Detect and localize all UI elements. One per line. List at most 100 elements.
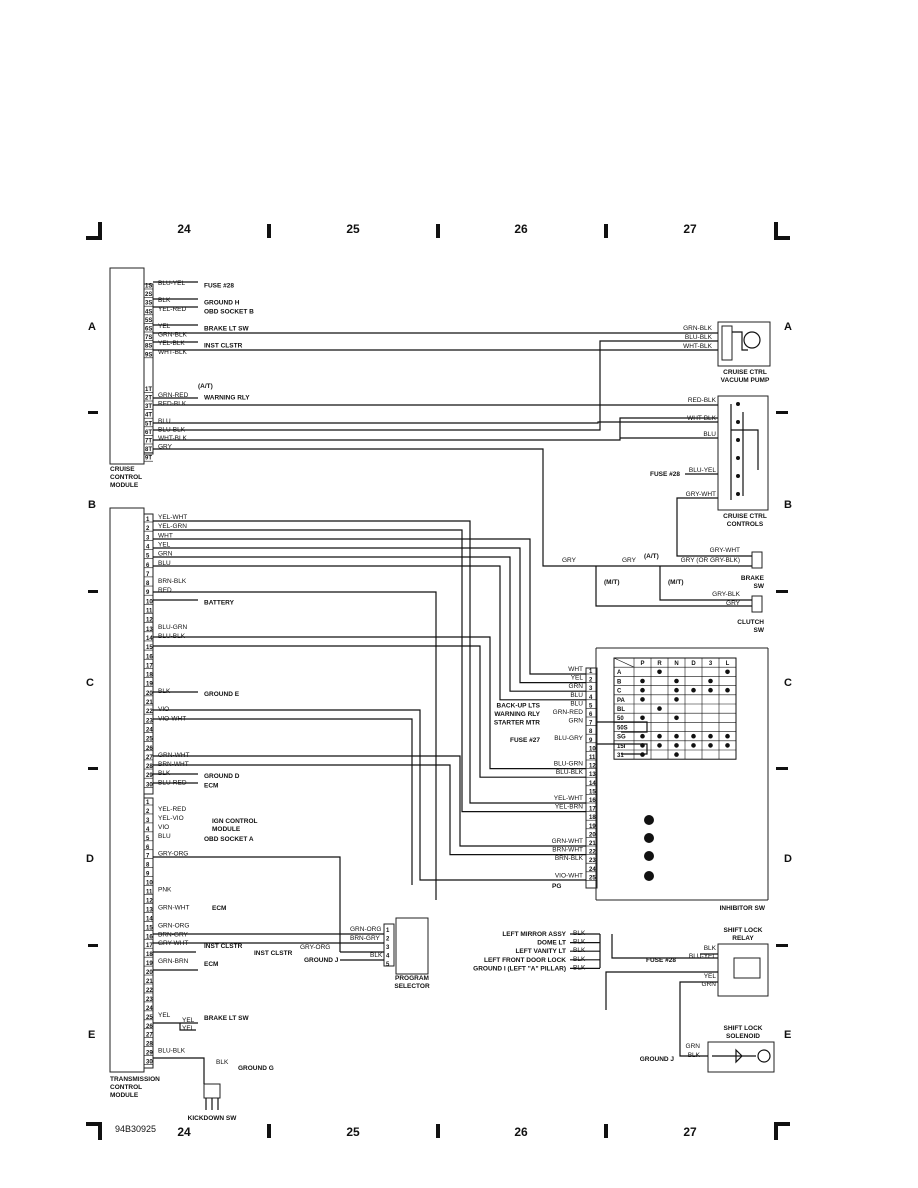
brake-switch: BRAKE SW [741,551,765,590]
wire-label: GRY-ORG [158,851,188,858]
contact-dot [674,687,679,693]
pin-number: 26 [146,1024,153,1030]
function-label: WARNING RLY [494,711,540,718]
component-label: TRANSMISSION [110,1076,160,1083]
pin-number: 5 [386,962,390,968]
pin-number: 21 [589,841,596,847]
column-label: 24 [177,1125,191,1139]
wire-label: WHT [568,666,583,673]
column-labels-top: 24 25 26 27 [177,222,697,236]
wire-label: BLU [158,560,171,567]
wire-label: BLU-BLK [556,769,584,776]
wire-label: YEL-GRN [158,523,187,530]
row-labels: A A B B C C D D E E [86,321,792,1041]
wire-label: BLU-YEL [689,953,716,960]
contact-dot [725,669,730,675]
pin-number: 24 [589,867,596,873]
wire-label: RED-BLK [688,397,717,404]
svg-text:SW: SW [754,627,765,634]
wire-label: GRY-ORG [300,944,330,951]
row-code: SG [617,735,626,741]
wire-label: GROUND J [304,957,339,964]
pin-number: 2 [589,678,593,684]
wire-label: GRY-WHT [158,940,188,947]
wire-label: YEL-WHT [158,514,187,521]
wire [153,340,718,431]
wire [153,1057,205,1084]
position-label: R [657,661,662,667]
wire [153,755,586,847]
function-label: FUSE #27 [510,737,540,744]
pin-number: 6 [146,845,150,851]
destination-label: OBD SOCKET B [204,308,254,315]
frame-markers [86,222,790,1140]
column-label: 25 [346,1125,360,1139]
pin-number: 8 [146,581,150,587]
pin-number: 9 [589,738,593,744]
wire-labels: GRN-BLKBLU-BLKWHT-BLKRED-BLKWHT-BLKBLUBL… [182,325,741,1072]
pin-number: 27 [146,755,153,761]
pin-number: 26 [146,746,153,752]
pin-number: 10 [146,599,153,605]
pin-number: 29 [146,773,153,779]
position-label: L [726,661,730,667]
contact-dot [640,715,645,721]
pin-number: 2 [146,526,150,532]
component-label: MODULE [110,1092,139,1099]
wire-label: GRN [686,1043,701,1050]
row-label: E [784,1029,791,1041]
wire-label: GROUND G [238,1065,274,1072]
position-label: 3 [709,661,713,667]
contact-dot [640,687,645,693]
wire-label: YEL-RED [158,306,186,313]
pin-number: 25 [146,737,153,743]
wire-label: GRY-WHT [710,547,740,554]
function-label: BACK-UP LTS [497,702,541,709]
contact-dot [657,743,662,748]
svg-text:SHIFT LOCK: SHIFT LOCK [724,927,763,934]
pin-number: 28 [146,764,153,770]
pin-number: 14 [146,916,153,922]
component-label: MODULE [110,482,139,489]
wire [611,934,718,959]
destination-label: BRAKE LT SW [204,1015,250,1022]
pin-number: 22 [146,709,153,715]
component-label: IGN CONTROL [212,818,258,825]
wire-label: WHT-BLK [158,349,188,356]
row-code: BL [617,707,625,713]
pin-number: 2T [145,396,152,402]
contact-dot [674,678,679,684]
row-label: C [86,677,94,689]
pin-number: 30 [146,782,153,788]
pin-number: 4T [145,413,152,419]
program-selector: PROGRAM SELECTOR [383,917,430,990]
pin-number: 5S [145,318,152,324]
svg-text:RELAY: RELAY [732,935,754,942]
pin-number: 16 [589,798,596,804]
position-label: N [674,661,678,667]
row-code: 50S [617,725,628,731]
contact-dot [708,743,713,748]
pin-number: 6T [145,430,152,436]
contact-dot [691,743,696,748]
contact-dot [674,752,679,757]
wire-label: RED [158,587,172,594]
pin-number: 14 [146,636,153,642]
pin-number: 4 [146,544,150,550]
wire [153,718,413,885]
row-code: A [617,670,622,676]
pin-number: 5T [145,421,152,427]
pin-number: 18 [589,815,596,821]
pin-number: 3 [146,818,150,824]
pin-number: 20 [589,832,596,838]
row-code: PA [617,698,626,704]
wire-label: WHT [158,532,173,539]
wire-label: BLK [216,1059,229,1066]
row-label: D [784,853,792,865]
wire-label: INST CLSTR [254,950,293,957]
wire-label: GRN-ORG [350,926,381,933]
pin-number: 9T [145,456,152,462]
pin-number: 5 [146,836,150,842]
wire-label: BLK [704,945,717,952]
